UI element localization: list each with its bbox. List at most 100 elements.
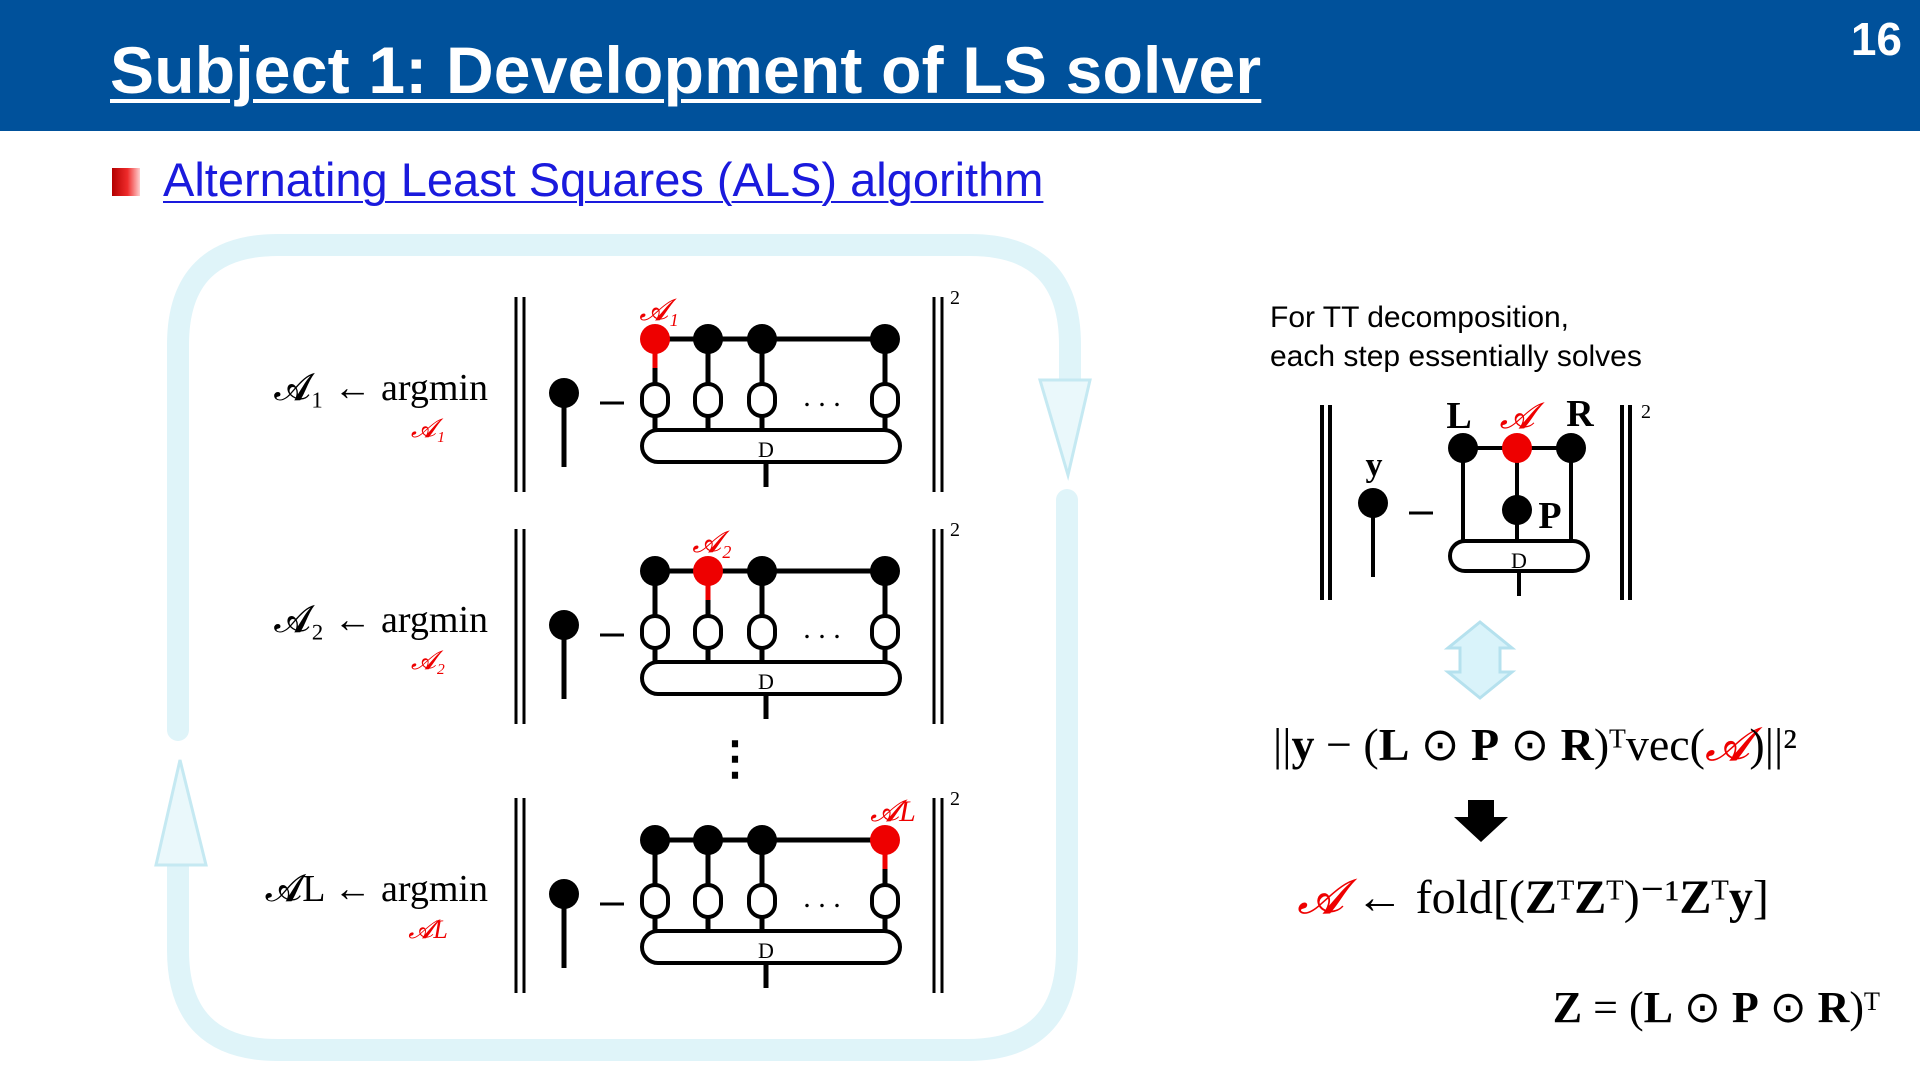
section-heading-link[interactable]: Alternating Least Squares (ALS) algorith… bbox=[163, 153, 1044, 206]
vertical-ellipsis: ⋮ bbox=[712, 733, 758, 784]
als-step-norm-power: 2 bbox=[950, 788, 960, 810]
update-part-z1: Z bbox=[1525, 871, 1557, 924]
z-definition: Z = (L ⊙ P ⊙ R)ᵀ bbox=[1553, 983, 1880, 1032]
tt-label-right: R bbox=[1566, 393, 1594, 435]
tt-node-middle bbox=[1502, 495, 1532, 525]
zdef-part-odot1: ⊙ bbox=[1673, 983, 1732, 1032]
page-number: 16 bbox=[1850, 13, 1902, 65]
tt-label-core: 𝓐 bbox=[1500, 396, 1546, 436]
cycle-arrow-head-up bbox=[154, 759, 208, 867]
als-step-lhs: 𝓐₁ ← argmin bbox=[274, 367, 488, 409]
tt-node-core bbox=[1502, 433, 1532, 463]
als-step-active-label: 𝓐L bbox=[870, 795, 916, 828]
als-step-active-core bbox=[693, 556, 723, 586]
tt-note: For TT decomposition, each step essentia… bbox=[1270, 298, 1642, 376]
update-part-z2: Z bbox=[1574, 871, 1606, 924]
als-step-norm-bars bbox=[514, 529, 944, 724]
update-part-arrow: ← fold[( bbox=[1344, 871, 1525, 924]
als-step-core bbox=[693, 825, 723, 855]
als-step-dense-box bbox=[640, 929, 902, 965]
als-step-open-node bbox=[747, 382, 777, 418]
cycle-arrow bbox=[167, 234, 1081, 1061]
zdef-part-l: L bbox=[1644, 983, 1673, 1032]
als-step-dense-label: D bbox=[758, 938, 774, 963]
update-part-z3: Z bbox=[1679, 871, 1711, 924]
als-step-open-node bbox=[693, 883, 723, 919]
als-step-core bbox=[640, 556, 670, 586]
tt-note-line2: each step essentially solves bbox=[1270, 340, 1642, 373]
als-step-lhs: 𝓐₂ ← argmin bbox=[274, 599, 488, 641]
tt-node-right bbox=[1556, 433, 1586, 463]
als-step-dots: . . . bbox=[803, 380, 841, 413]
als-step-active-label: 𝓐₁ bbox=[639, 294, 678, 327]
als-step-norm-bars bbox=[514, 798, 944, 993]
als-step-open-node bbox=[870, 614, 900, 650]
equivalence-arrow bbox=[1443, 620, 1517, 700]
als-step-dots: . . . bbox=[803, 612, 841, 645]
als-step-core bbox=[747, 556, 777, 586]
cycle-arrow-head-down bbox=[1037, 378, 1092, 481]
objective-part-l: L bbox=[1379, 719, 1410, 770]
objective-part-minus: − ( bbox=[1314, 719, 1378, 770]
update-part-inv: ᵀ)⁻¹ bbox=[1606, 871, 1679, 924]
als-step-dense-label: D bbox=[758, 669, 774, 694]
als-step-open-node bbox=[640, 883, 670, 919]
zdef-part-p: P bbox=[1732, 983, 1759, 1032]
als-step-open-node bbox=[693, 614, 723, 650]
als-step-y-node bbox=[549, 610, 579, 640]
als-step-dense-box bbox=[640, 428, 902, 464]
objective-equation: ||y − (L ⊙ P ⊙ R)ᵀvec(𝓐)||² bbox=[1273, 719, 1797, 770]
als-step-open-node bbox=[747, 614, 777, 650]
objective-part-norm-open: || bbox=[1273, 719, 1291, 770]
objective-part-odot2: ⊙ bbox=[1499, 719, 1561, 770]
als-step-core bbox=[640, 825, 670, 855]
objective-part-r: R bbox=[1561, 719, 1595, 770]
tt-node-y bbox=[1358, 488, 1388, 518]
als-step-open-node bbox=[640, 614, 670, 650]
tt-norm-power: 2 bbox=[1641, 401, 1651, 423]
als-step-active-label: 𝓐₂ bbox=[692, 526, 731, 559]
zdef-part-odot2: ⊙ bbox=[1759, 983, 1818, 1032]
tt-diagram bbox=[1320, 405, 1632, 600]
update-part-t3: ᵀ bbox=[1711, 871, 1728, 924]
zdef-part-close: )ᵀ bbox=[1849, 983, 1880, 1032]
objective-part-p: P bbox=[1471, 719, 1499, 770]
update-equation: 𝓐 ← fold[(ZᵀZᵀ)⁻¹Zᵀy] bbox=[1297, 871, 1769, 924]
als-step-core bbox=[693, 324, 723, 354]
als-step-active-core bbox=[640, 324, 670, 354]
als-step-core bbox=[747, 324, 777, 354]
implication-arrow bbox=[1454, 800, 1508, 842]
als-step-core bbox=[870, 556, 900, 586]
als-step-open-node bbox=[693, 382, 723, 418]
als-step-dots: . . . bbox=[803, 881, 841, 914]
als-step-norm-power: 2 bbox=[950, 519, 960, 541]
tt-label-middle: P bbox=[1538, 495, 1561, 537]
update-part-close: ] bbox=[1753, 871, 1769, 924]
als-step-argmin-sub: 𝓐₁ bbox=[411, 414, 445, 443]
zdef-part-z: Z bbox=[1553, 983, 1582, 1032]
update-part-y: y bbox=[1729, 871, 1753, 924]
als-step-core bbox=[747, 825, 777, 855]
als-step-active-core bbox=[870, 825, 900, 855]
tt-label-dense: D bbox=[1511, 548, 1527, 573]
als-step-dense-box bbox=[640, 660, 902, 696]
tt-node-left bbox=[1448, 433, 1478, 463]
update-part-t1: ᵀ bbox=[1557, 871, 1574, 924]
zdef-part-eq: = ( bbox=[1582, 983, 1643, 1032]
slide-title: Subject 1: Development of LS solver bbox=[110, 33, 1262, 107]
als-step-argmin-sub: 𝓐₂ bbox=[411, 646, 445, 675]
als-step-y-node bbox=[549, 879, 579, 909]
als-step-y-node bbox=[549, 378, 579, 408]
als-step-dense-label: D bbox=[758, 437, 774, 462]
tt-label-y: y bbox=[1366, 447, 1383, 484]
als-step-argmin-sub: 𝓐L bbox=[408, 915, 448, 944]
als-step-norm-bars bbox=[514, 297, 944, 492]
als-step-open-node bbox=[870, 883, 900, 919]
als-step-open-node bbox=[870, 382, 900, 418]
bullet-square-icon bbox=[112, 168, 140, 196]
